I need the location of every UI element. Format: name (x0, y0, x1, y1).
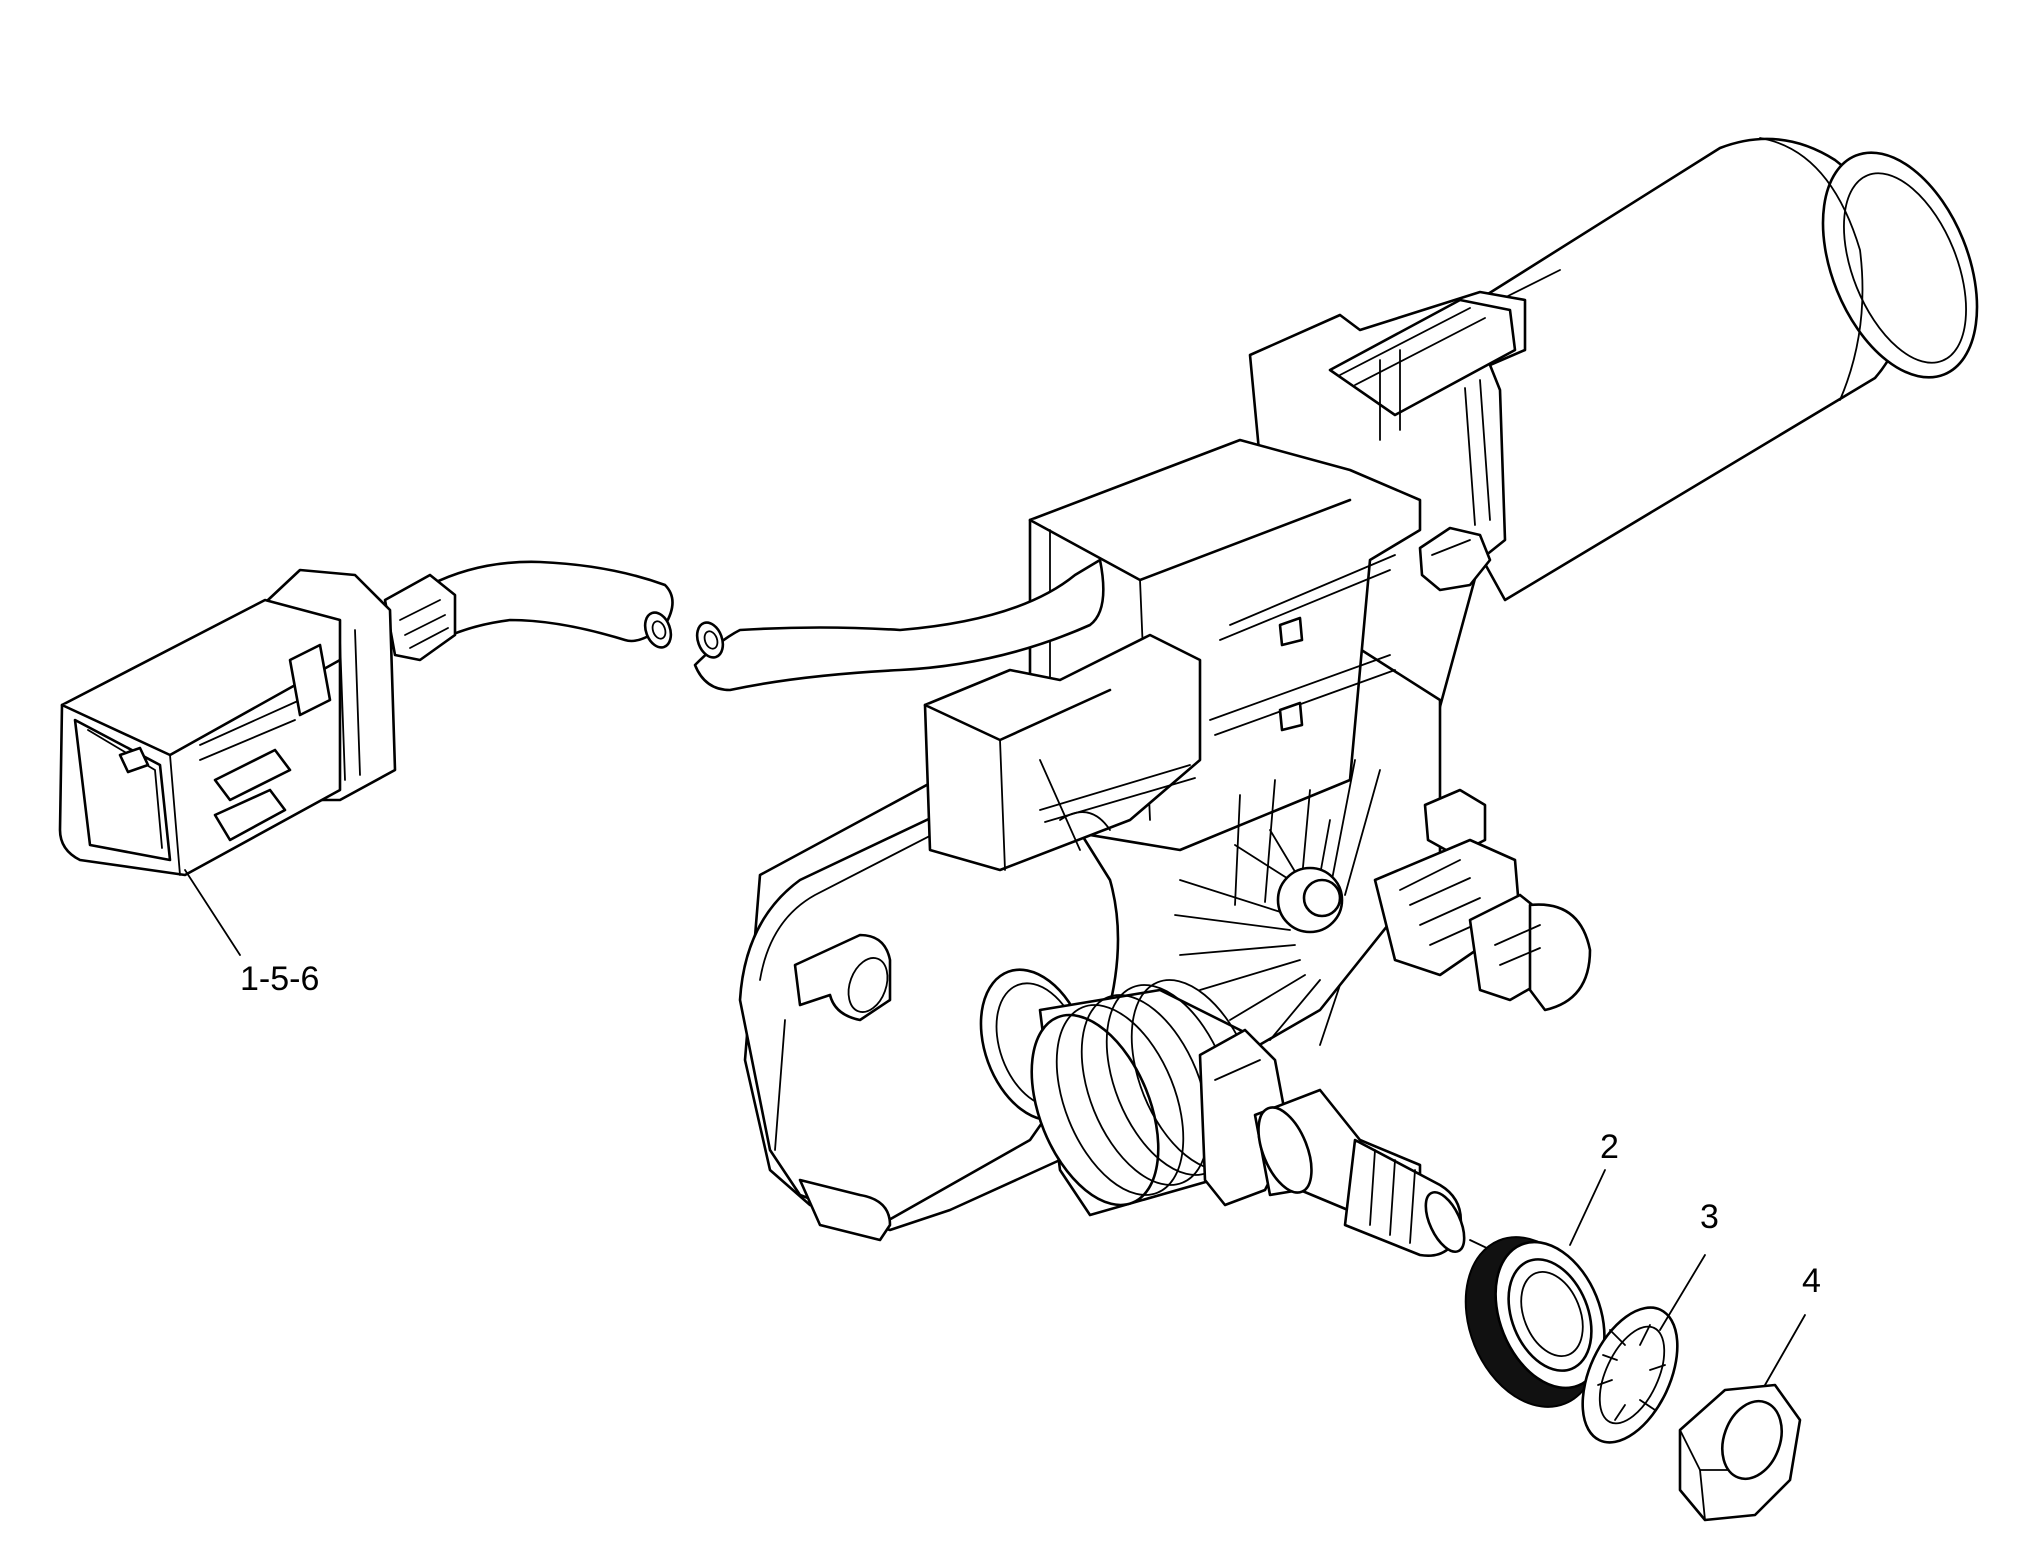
output-shaft-assembly (979, 968, 1576, 1291)
callout-lock-washer-label: 3 (1700, 1198, 1719, 1236)
mounting-bolts (1373, 526, 1592, 1012)
motor-cylinder (1373, 137, 1979, 602)
callout-gear-label: 2 (1600, 1128, 1619, 1166)
lock-washer (1581, 1306, 1679, 1444)
wire-harness (383, 558, 1105, 692)
leader-lines (184, 869, 1806, 1386)
drive-gear (1464, 1236, 1606, 1408)
hex-nut (1678, 1383, 1802, 1522)
callout-nut-label: 4 (1802, 1262, 1821, 1300)
electrical-connector (58, 568, 397, 877)
callout-connector-label: 1-5-6 (240, 960, 319, 998)
gearbox-housing (738, 438, 1442, 1242)
cooling-fins (1039, 554, 1396, 1046)
